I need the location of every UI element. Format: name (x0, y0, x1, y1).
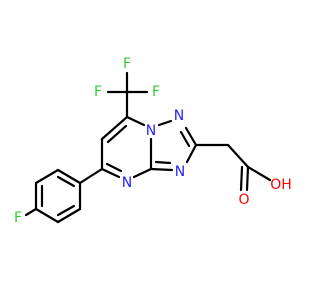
structure-canvas: F F F N N N N F O OH (13, 56, 292, 226)
atom-n-pyrimidine-4: N (122, 175, 132, 191)
atom-n-triazole-3: N (175, 164, 185, 180)
bond-c-oh (246, 165, 272, 182)
bond-n1-c2-inner (179, 130, 191, 148)
bond-n3-c3a-inner (154, 160, 172, 165)
atom-labels: F F F N N N N F O OH (14, 56, 292, 226)
bond-aryl-5-6 (34, 168, 60, 185)
bond-c2-n3 (185, 143, 198, 164)
bond-aryl-2-3-inner (56, 204, 76, 217)
bond-aryl-6-1 (56, 168, 82, 185)
bond-c7-n-bridge (125, 115, 146, 127)
atom-n-bridgehead: N (146, 123, 156, 139)
atom-f-aryl: F (14, 210, 22, 226)
bond-aryl-3-4 (34, 207, 60, 224)
atom-oh: OH (270, 177, 292, 193)
bond-n3-c3a (149, 167, 174, 172)
bond-c-o-double-b (239, 165, 244, 192)
bond-aryl-2-3 (56, 207, 82, 224)
bond-n4-c5-inner (105, 162, 123, 173)
molecule-structure: F F F N N N N F O OH (14, 56, 292, 226)
bond-n-bridge-n1 (157, 119, 173, 127)
bond-n1-c2 (184, 126, 198, 147)
atom-f-right: F (152, 84, 160, 100)
bond-n4-c5 (100, 167, 121, 179)
bond-c-o-double-a (245, 165, 250, 192)
atom-o-carbonyl: O (238, 192, 249, 208)
bond-aryl-f (24, 207, 38, 217)
bond-c3a-n4 (132, 167, 153, 179)
atom-f-left: F (94, 84, 102, 100)
bond-ch2-cooh (226, 143, 250, 169)
atom-n-triazole-1: N (174, 108, 184, 124)
bond-aryl-6-1-inner (56, 175, 76, 188)
bond-c5-aryl (78, 167, 104, 185)
bond-c6-c7-inner (106, 124, 128, 144)
bond-c6-c7 (100, 115, 129, 141)
bonds (24, 71, 272, 224)
atom-f-top: F (123, 56, 131, 72)
